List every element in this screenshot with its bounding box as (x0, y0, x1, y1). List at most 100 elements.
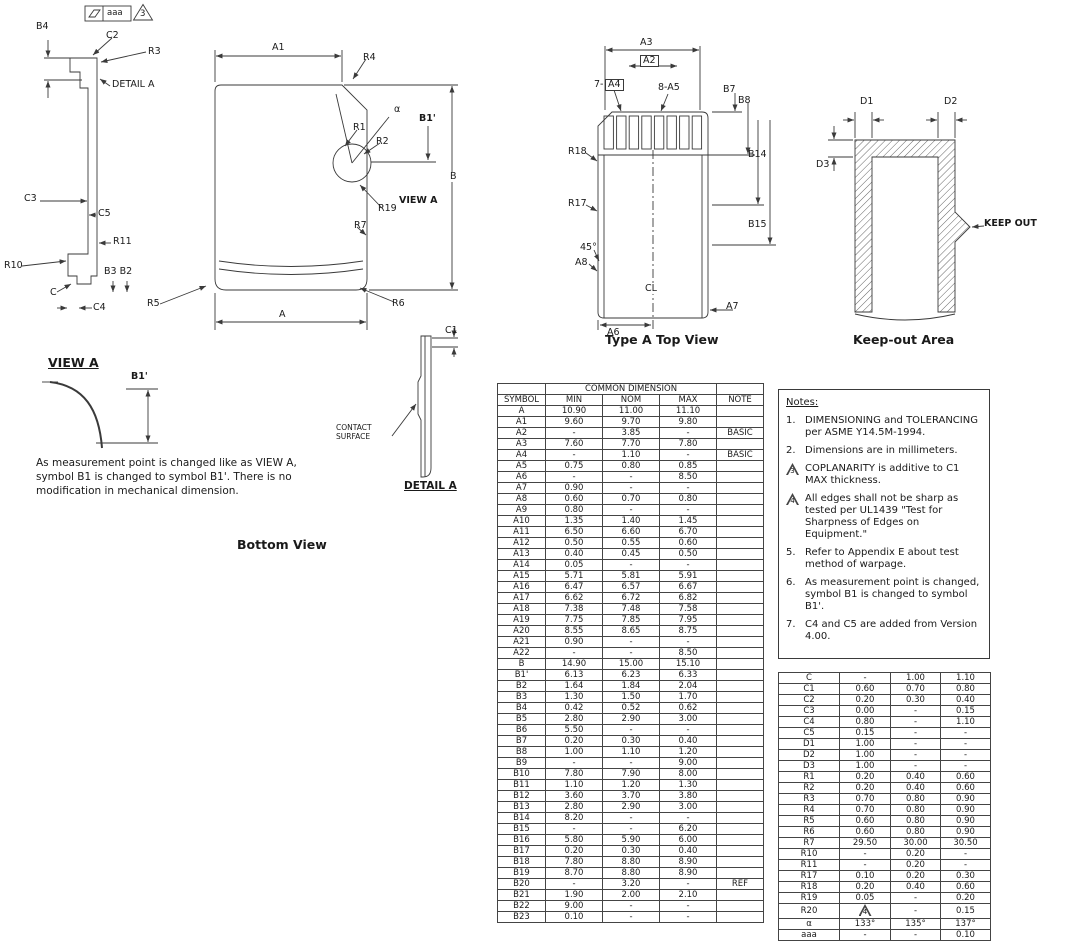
note-item: 2.Dimensions are in millimeters. (786, 445, 982, 457)
a2-label: A2 (640, 55, 659, 68)
d2-label: D2 (944, 96, 958, 107)
a4-count: 7- (594, 79, 604, 90)
note-flag-triangle-icon: 4 (786, 493, 799, 505)
view-a-ref: VIEW A (399, 195, 438, 206)
r5-label: R5 (147, 298, 160, 309)
r7-label: R7 (354, 220, 367, 231)
c4-label: C4 (93, 302, 106, 313)
dimension-row: B15--6.20 (497, 823, 764, 835)
notes-list: 1.DIMENSIONING and TOLERANCING per ASME … (786, 415, 982, 643)
note-item: 6. As measurement point is changed, symbo… (786, 577, 982, 613)
r2-label: R2 (376, 136, 389, 147)
col-symbol: SYMBOL (497, 394, 546, 406)
dimension-row: B9--9.00 (497, 757, 764, 769)
dimension-row: R11-0.20- (778, 859, 991, 871)
measurement-note: As measurement point is changed like as … (36, 457, 297, 498)
keep-out-drawing (828, 112, 985, 321)
col-min: MIN (545, 394, 603, 406)
detail-a-caption: DETAIL A (404, 480, 457, 492)
note-item: 1.DIMENSIONING and TOLERANCING per ASME … (786, 415, 982, 439)
note-marker: 3 (786, 463, 805, 487)
r6-label: R6 (392, 298, 405, 309)
dimension-row: A6--8.50 (497, 471, 764, 483)
angle-45-label: 45° (580, 242, 597, 253)
table-header-row: SYMBOL MIN NOM MAX NOTE (497, 394, 764, 406)
view-a-caption: VIEW A (48, 355, 99, 370)
a4-label: A4 (605, 79, 624, 92)
a3-label: A3 (638, 37, 655, 49)
note-text: As measurement point is changed, symbol … (805, 577, 980, 612)
c3-label: C3 (24, 193, 37, 204)
note-text: Refer to Appendix E about test method of… (805, 547, 959, 570)
note-text: All edges shall not be sharp as tested p… (805, 493, 959, 540)
a8-label: A8 (575, 257, 588, 268)
a5-label: 8-A5 (658, 82, 680, 93)
bottom-view-drawing (391, 328, 458, 478)
c2-label: C2 (106, 30, 119, 41)
r11-label: R11 (113, 236, 132, 247)
b1-prime-label: B1' (419, 113, 436, 124)
note-marker: 4 (786, 493, 805, 541)
a1-label: A1 (272, 42, 285, 53)
dimension-row: R10-0.20- (778, 848, 991, 860)
d1-label: D1 (860, 96, 874, 107)
dimension-row: A22--8.50 (497, 647, 764, 659)
detail-a-ref: DETAIL A (112, 79, 155, 90)
revision-triangle-label: 3 (140, 9, 146, 19)
note-text: C4 and C5 are added from Version 4.00. (805, 619, 978, 642)
r4-label: R4 (363, 52, 376, 63)
note-text: COPLANARITY is additive to C1 MAX thickn… (805, 463, 960, 486)
notes-box: Notes: 1.DIMENSIONING and TOLERANCING pe… (778, 389, 990, 659)
common-dimension-title: COMMON DIMENSION (545, 383, 717, 395)
r19-label: R19 (378, 203, 397, 214)
b15-label: B15 (748, 219, 767, 230)
gdt-callout (84, 3, 154, 22)
dimension-row: A2-3.85-BASIC (497, 427, 764, 439)
r3-label: R3 (148, 46, 161, 57)
alpha-label: α (394, 104, 401, 115)
title-spacer (497, 383, 546, 395)
view-a-drawing (42, 381, 158, 449)
b8-label: B8 (738, 95, 751, 106)
d3-label: D3 (816, 159, 830, 170)
cl-label: CL (643, 283, 659, 295)
note-marker: 2. (786, 445, 796, 456)
b1-prime-detail-label: B1' (131, 371, 148, 382)
note-marker: 6. (786, 577, 796, 588)
dimension-row: B20-3.20-REF (497, 878, 764, 890)
b4-label: B4 (36, 21, 49, 32)
r18-label: R18 (568, 146, 587, 157)
